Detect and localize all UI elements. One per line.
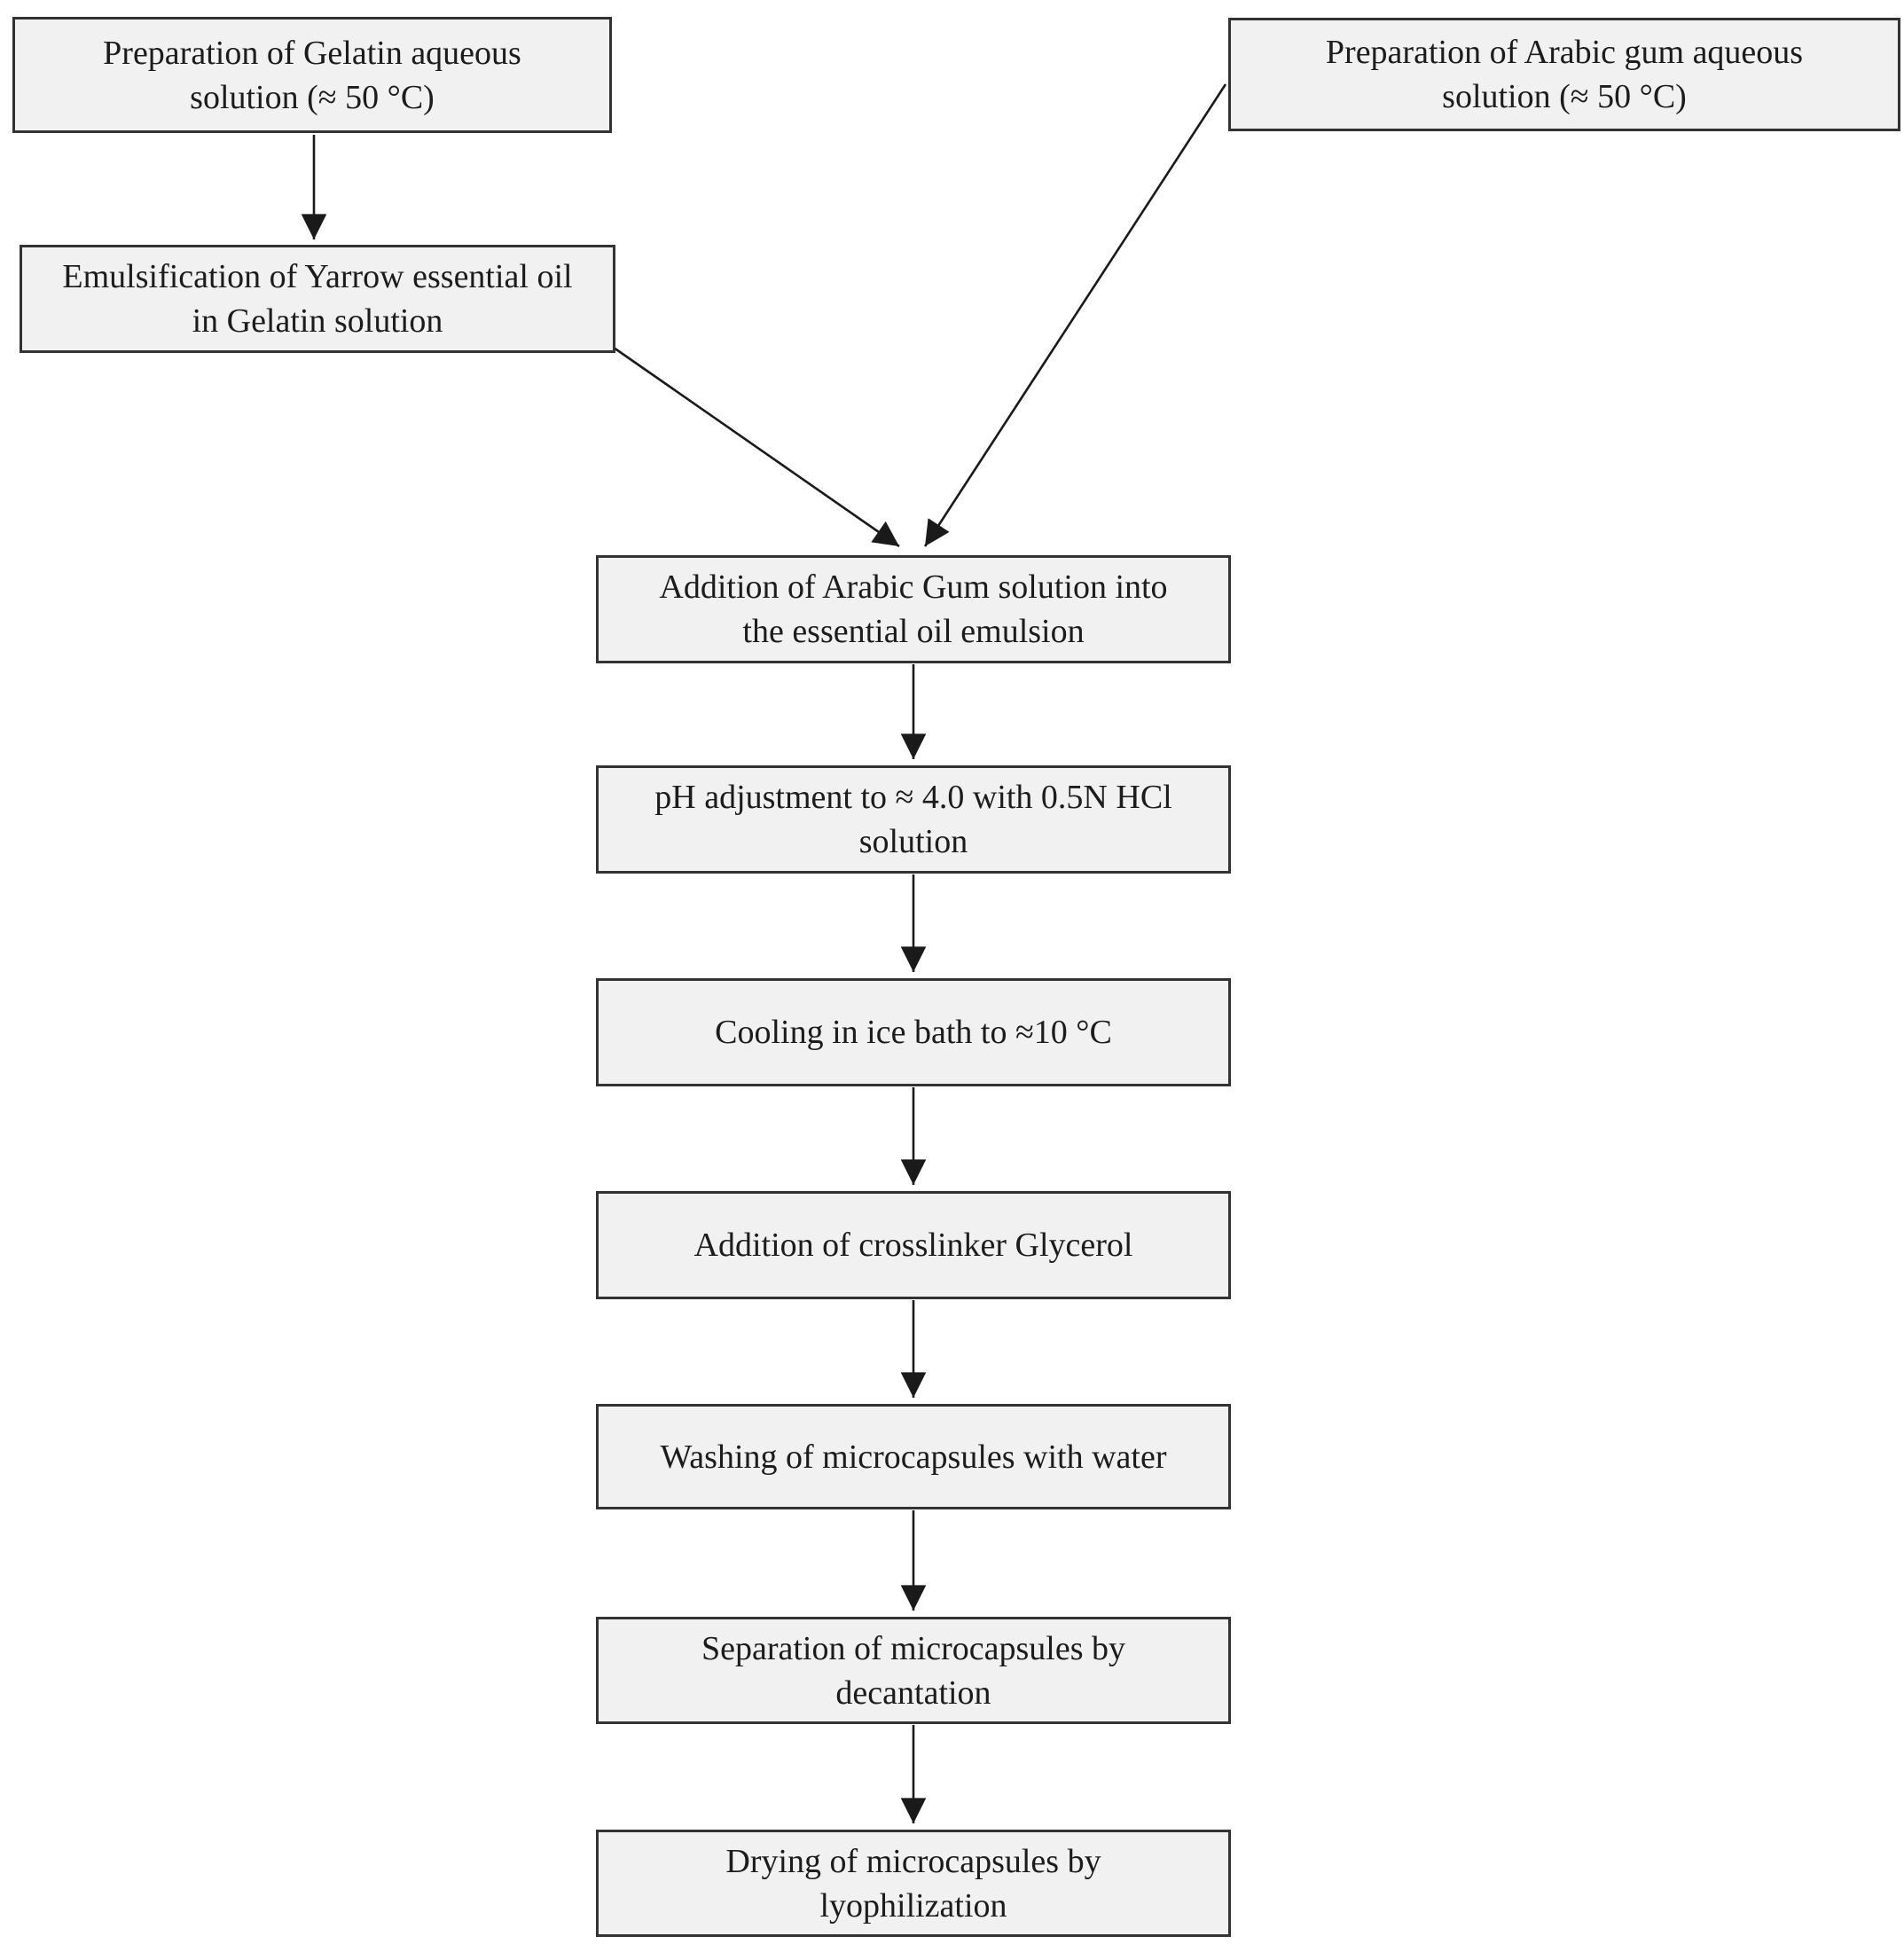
node-arabic-gum-addition: Addition of Arabic Gum solution into the… (596, 555, 1231, 663)
node-emulsification: Emulsification of Yarrow essential oil i… (20, 245, 615, 353)
node-separation: Separation of microcapsules by decantati… (596, 1617, 1231, 1724)
node-washing: Washing of microcapsules with water (596, 1404, 1231, 1509)
node-gelatin-prep: Preparation of Gelatin aqueous solution … (12, 17, 612, 133)
node-crosslinker-addition: Addition of crosslinker Glycerol (596, 1191, 1231, 1299)
node-arabic-gum-prep: Preparation of Arabic gum aqueous soluti… (1228, 18, 1900, 131)
node-cooling: Cooling in ice bath to ≈10 °C (596, 978, 1231, 1086)
edge-arabic-prep-to-addition (923, 83, 1227, 547)
edge-emulsification-to-addition (613, 346, 900, 548)
node-drying: Drying of microcapsules by lyophilizatio… (596, 1830, 1231, 1937)
node-ph-adjustment: pH adjustment to ≈ 4.0 with 0.5N HCl sol… (596, 765, 1231, 874)
